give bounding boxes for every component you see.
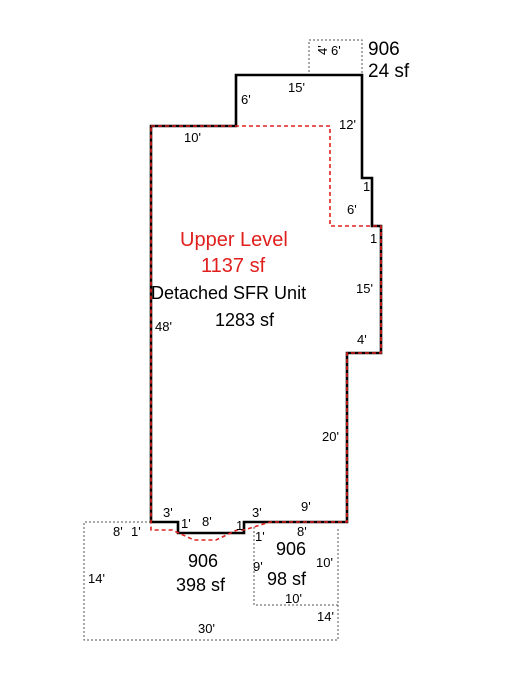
dim-top-15: 15' xyxy=(288,80,305,95)
dim-right-20: 20' xyxy=(322,429,339,444)
main-unit-name: Detached SFR Unit xyxy=(151,283,307,303)
dim-right-15: 15' xyxy=(356,281,373,296)
dim-bottom-1b: 1' xyxy=(236,518,246,533)
upper-level-area: 1137 sf xyxy=(201,255,266,277)
area-top-size: 24 sf xyxy=(368,61,410,82)
dim-br-10b: 10' xyxy=(285,591,302,606)
dim-br-10a: 10' xyxy=(316,555,333,570)
dim-bottom-1a: 1' xyxy=(181,516,191,531)
dim-step-6: 6' xyxy=(347,202,357,217)
area-bottom-left-code: 906 xyxy=(188,551,219,571)
dim-upper-10: 10' xyxy=(184,130,201,145)
area-bottom-left-outline xyxy=(83,521,339,641)
dim-bottom-9: 9' xyxy=(301,499,311,514)
main-unit-area: 1283 sf xyxy=(215,310,275,330)
dim-bottom-3a: 3' xyxy=(163,505,173,520)
dim-step-1b: 1 xyxy=(370,231,378,246)
area-bottom-left-size: 398 sf xyxy=(176,575,226,595)
dim-left-48: 48' xyxy=(155,319,172,334)
dim-bl-14: 14' xyxy=(88,571,105,586)
area-bottom-right-size: 98 sf xyxy=(267,569,307,589)
upper-level-name: Upper Level xyxy=(180,229,288,251)
area-bottom-right-outline xyxy=(253,527,339,606)
dim-br-9: 9' xyxy=(253,559,263,574)
dim-br-8: 8' xyxy=(297,524,307,539)
dim-notch-4: 4' xyxy=(357,332,367,347)
dim-top-box-4: 4' xyxy=(315,45,330,55)
dim-bottom-8: 8' xyxy=(202,514,212,529)
area-bottom-right-code: 906 xyxy=(276,539,307,559)
dim-left-6: 6' xyxy=(241,92,251,107)
dim-br-1: 1' xyxy=(255,529,265,544)
dim-right-12: 12' xyxy=(339,117,356,132)
dim-step-1a: 1 xyxy=(363,179,371,194)
dim-bottom-3b: 3' xyxy=(252,505,262,520)
dim-br-14: 14' xyxy=(317,609,334,624)
upper-level-outline xyxy=(150,125,382,541)
dim-bl-8: 8' xyxy=(113,524,123,539)
dim-top-box-6: 6' xyxy=(331,43,341,58)
dim-bl-1: 1' xyxy=(131,524,141,539)
area-top-code: 906 xyxy=(368,39,400,60)
dim-bl-30: 30' xyxy=(198,621,215,636)
